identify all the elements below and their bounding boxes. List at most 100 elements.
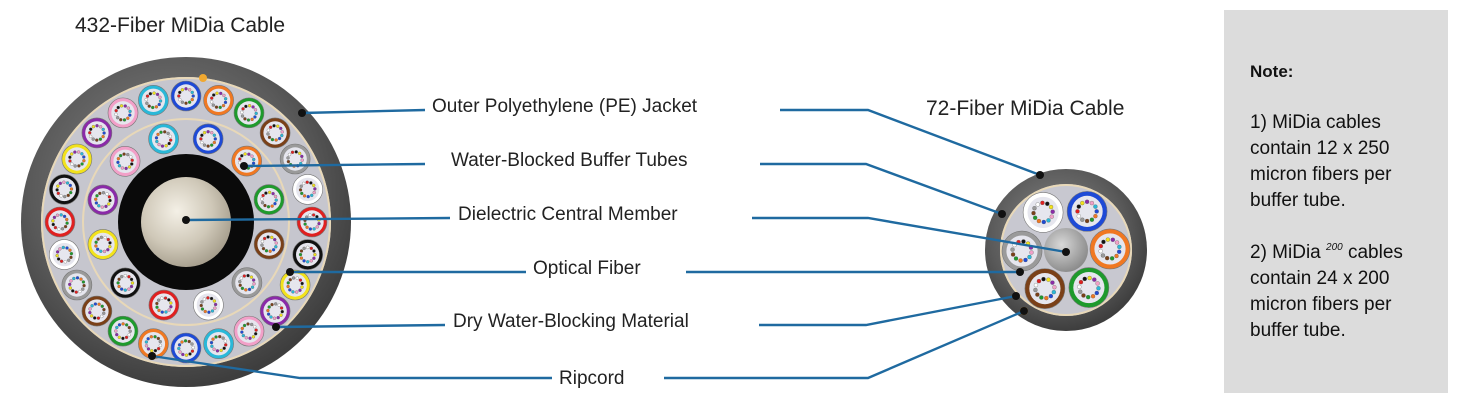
optical-fiber [1086,294,1091,300]
optical-fiber [214,335,218,339]
label-outer-jacket: Outer Polyethylene (PE) Jacket [432,96,698,117]
right-tube-ring [1001,191,1131,309]
optical-fiber [90,304,94,308]
optical-fiber [270,302,274,307]
optical-fiber [210,344,214,348]
optical-fiber [130,158,134,162]
optical-fiber [269,315,273,319]
optical-fiber [214,105,219,109]
optical-fiber [219,91,223,96]
leader-lines [151,108,1067,380]
optical-fiber [267,135,272,140]
optical-fiber [1076,214,1081,219]
optical-fiber [73,164,77,168]
optical-fiber [300,154,304,159]
optical-fiber [156,298,161,302]
optical-fiber [78,289,82,294]
buffer-tube-gel [296,177,320,202]
optical-fiber [1114,253,1119,259]
optical-fiber [244,336,248,340]
optical-fiber [63,224,68,229]
optical-fiber [89,314,94,318]
optical-fiber [150,349,154,353]
buffer-tube-gel [257,187,281,212]
optical-fiber [73,150,77,154]
leader-dot-ripcord-right [1020,307,1028,315]
optical-fiber [191,345,195,350]
optical-fiber [59,194,63,198]
optical-fiber [108,244,112,249]
optical-fiber [261,193,265,198]
label-ripcord: Ripcord [559,368,625,389]
optical-fiber [116,160,120,164]
buffer-tube-gel [1073,271,1105,304]
optical-fiber [81,287,85,291]
optical-fiber [1046,218,1051,223]
optical-fiber [77,164,81,168]
optical-fiber [190,342,194,346]
optical-fiber [157,308,161,313]
optical-fiber [163,130,167,134]
optical-fiber [300,191,304,196]
optical-fiber [128,109,132,114]
optical-fiber [106,248,110,252]
optical-fiber [242,274,246,278]
optical-fiber [101,134,105,139]
optical-fiber [1033,287,1038,293]
note-item-1: 1) MiDia cables contain 12 x 250 micron … [1250,112,1392,211]
optical-fiber [298,288,302,292]
optical-fiber [69,255,73,259]
optical-fiber [127,275,131,279]
optical-fiber [119,104,124,108]
optical-fiber [151,105,155,110]
optical-fiber [1041,219,1046,225]
buffer-tube-gel [235,149,259,173]
buffer-tube-gel [85,299,109,323]
optical-fiber [149,335,153,339]
optical-fiber [266,128,271,132]
optical-fiber [313,253,317,257]
optical-fiber [190,97,194,102]
optical-fiber [268,125,273,129]
optical-fiber [272,124,276,128]
optical-fiber [1096,286,1101,291]
optical-fiber [288,278,292,282]
optical-fiber [68,155,72,159]
optical-fiber [99,249,103,253]
optical-fiber [154,136,159,140]
optical-fiber [1098,243,1103,249]
leader-dry-right [759,294,1017,327]
optical-fiber [253,325,257,329]
optical-fiber [286,284,290,289]
optical-fiber [95,124,99,128]
optical-fiber [70,152,74,156]
optical-fiber [97,302,101,306]
optical-fiber [102,131,106,135]
optical-fiber [122,118,127,122]
optical-fiber [298,278,303,282]
optical-fiber [1100,253,1106,258]
optical-fiber [302,194,307,198]
optical-fiber [243,117,247,121]
optical-fiber [187,100,192,104]
buffer-tube-gel [206,88,231,112]
optical-fiber [1101,239,1106,245]
optical-fiber [68,286,73,290]
optical-fiber [1109,256,1115,261]
optical-fiber [312,183,316,188]
optical-fiber [55,250,60,254]
optical-fiber [65,181,70,185]
optical-fiber [91,124,96,129]
optical-fiber [250,154,254,158]
right-binder-ring [1000,184,1132,316]
leader-dot-tubes-right [998,210,1006,218]
optical-fiber [160,310,164,314]
optical-fiber [180,100,185,104]
optical-fiber [311,213,316,217]
optical-fiber [309,259,313,263]
optical-fiber [184,353,189,357]
optical-fiber [291,290,295,294]
optical-fiber [116,281,120,285]
optical-fiber [264,191,268,195]
optical-fiber [91,137,95,141]
